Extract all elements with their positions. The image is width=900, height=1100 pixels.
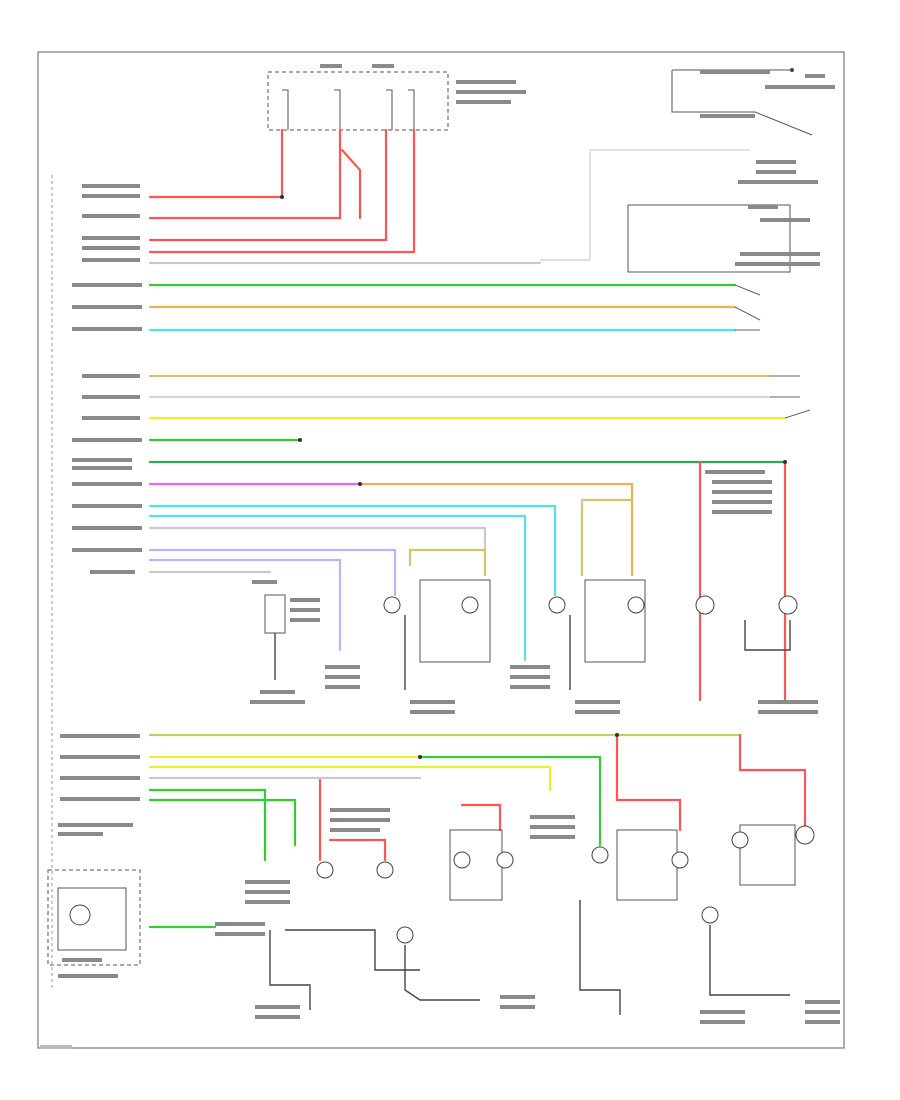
red-feed-wires <box>148 128 416 254</box>
gray-signal-wire <box>540 149 750 261</box>
diagram-frame <box>37 51 845 1049</box>
relay-icon <box>264 594 286 634</box>
lamp-bulb-icon <box>795 825 815 845</box>
lamp-cluster-center <box>250 470 818 714</box>
lamp-bulb-icon <box>396 926 414 944</box>
lamp-bulb-icon <box>731 831 749 849</box>
lamp-bulb-icon <box>778 595 798 615</box>
ground-icon <box>269 930 311 1010</box>
instrument-cluster-icon <box>47 869 141 978</box>
lamp-bulb-icon <box>453 851 471 869</box>
lamp-bulb-icon <box>671 851 689 869</box>
lamp-bulb-icon <box>701 906 719 924</box>
fuse-block-icon <box>267 64 526 131</box>
module-connector-icon <box>627 204 820 273</box>
lower-lamp-cluster <box>215 808 840 1024</box>
lamp-bulb-icon <box>695 595 715 615</box>
left-pin-labels <box>72 184 142 574</box>
ground-icon <box>579 900 621 1015</box>
ground-icon <box>404 945 480 1001</box>
lamp-bulb-icon <box>461 596 479 614</box>
lamp-bulb-icon <box>376 861 394 879</box>
lamp-bulb-icon <box>548 596 566 614</box>
page-mark <box>40 1045 72 1049</box>
lamp-bulb-icon <box>627 596 645 614</box>
junction-dots <box>280 195 787 759</box>
lower-left-labels <box>58 734 140 836</box>
lamp-bulb-icon <box>316 861 334 879</box>
lower-bus-wires <box>148 733 807 929</box>
ground-icon <box>709 925 790 996</box>
right-drop-wires <box>698 284 811 702</box>
headlamp-switch-icon <box>671 68 835 184</box>
lamp-bulb-icon <box>496 851 514 869</box>
lamp-bulb-icon <box>383 596 401 614</box>
lamp-bulb-icon <box>591 846 609 864</box>
